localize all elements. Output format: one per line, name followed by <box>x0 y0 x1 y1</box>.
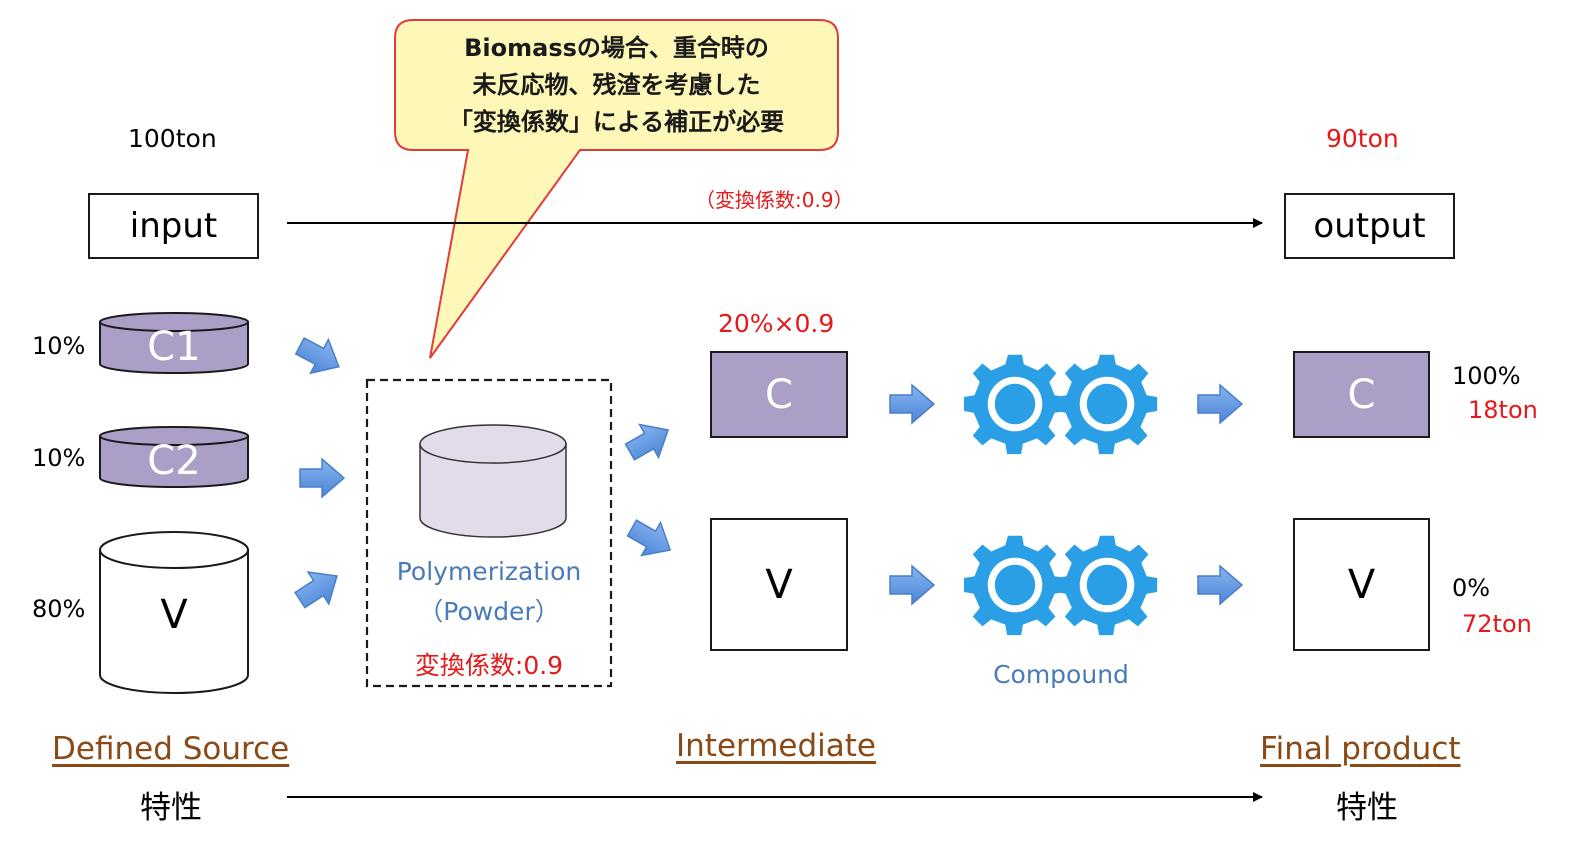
output-label: output <box>1313 206 1426 246</box>
final-c-label: C <box>1347 371 1376 418</box>
final-c-amount: 18ton <box>1468 396 1538 424</box>
final-v-percent: 0% <box>1452 574 1491 602</box>
source-v-percent: 80% <box>32 595 86 623</box>
final-c-box: C <box>1293 351 1430 438</box>
arrow-compound-to-c <box>1197 384 1243 424</box>
intermediate-v-box: V <box>710 518 848 651</box>
callout-bubble <box>394 19 839 359</box>
arrow-v-to-compound <box>889 565 935 605</box>
source-cylinder-v <box>99 531 249 694</box>
footer-intermediate: Intermediate <box>676 728 877 764</box>
gear-icon-bottom <box>963 535 1158 636</box>
conversion-note: （変換係数:0.9） <box>695 188 854 212</box>
source-c2-label: C2 <box>147 438 201 484</box>
intermediate-c-label: C <box>765 371 793 418</box>
polymerization-box <box>365 378 613 688</box>
callout-line-1: Biomassの場合、重合時の <box>464 34 769 62</box>
arrow-poly-to-c <box>619 412 679 470</box>
intermediate-v-label: V <box>765 561 793 608</box>
source-c2-percent: 10% <box>32 444 86 472</box>
final-v-amount: 72ton <box>1462 610 1532 638</box>
input-label: input <box>129 206 218 246</box>
footer-defined-source: Defined Source <box>52 731 290 767</box>
arrow-compound-to-v <box>1197 565 1243 605</box>
gear-icon-top <box>963 354 1158 455</box>
source-c1-percent: 10% <box>32 332 86 360</box>
final-v-label: V <box>1347 561 1376 608</box>
arrow-c1-to-poly <box>290 328 349 385</box>
trait-right: 特性 <box>1336 790 1398 826</box>
source-cylinder-c1 <box>99 312 249 374</box>
intermediate-c-box: C <box>710 351 848 438</box>
intermediate-formula: 20%×0.9 <box>718 309 835 338</box>
callout-text: Biomassの場合、重合時の 未反応物、残渣を考慮した 「変換係数」による補正… <box>395 30 838 141</box>
output-box: output <box>1284 193 1455 259</box>
polymerization-label: Polymerization <box>396 557 582 586</box>
arrow-c2-to-poly <box>299 458 345 498</box>
input-box: input <box>88 193 259 259</box>
output-amount: 90ton <box>1326 124 1399 153</box>
arrow-c-to-compound <box>889 384 935 424</box>
input-amount: 100ton <box>128 124 217 153</box>
trait-left: 特性 <box>140 790 202 826</box>
compound-label: Compound <box>993 660 1129 689</box>
polymerization-factor: 変換係数:0.9 <box>414 651 564 680</box>
source-v-label: V <box>160 592 188 638</box>
callout-line-3: 「変換係数」による補正が必要 <box>448 108 785 136</box>
polymerization-sublabel: （Powder） <box>418 597 560 626</box>
arrow-v-to-poly <box>288 559 348 617</box>
source-cylinder-c2 <box>99 426 249 488</box>
footer-final-product: Final product <box>1260 731 1461 767</box>
final-c-percent: 100% <box>1452 362 1521 390</box>
polymerization-cylinder <box>419 424 567 538</box>
arrow-poly-to-v <box>621 510 681 568</box>
final-v-box: V <box>1293 518 1430 651</box>
source-c1-label: C1 <box>147 324 201 370</box>
callout-line-2: 未反応物、残渣を考慮した <box>472 71 761 99</box>
